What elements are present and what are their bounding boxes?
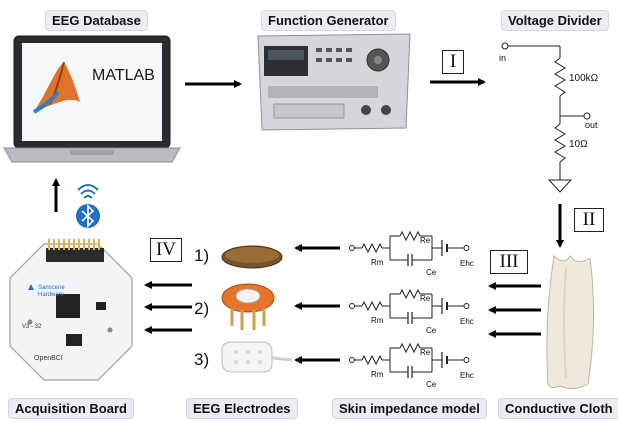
function-generator-illustration bbox=[257, 33, 411, 131]
skin-model-labels-3: Rm Re Ce Ehc bbox=[371, 348, 474, 389]
skin-impedance-model-label: Skin impedance model bbox=[332, 398, 487, 419]
stage-ii-marker: II bbox=[574, 208, 604, 232]
board-brand-2: Hardware bbox=[38, 292, 65, 298]
rm-label: Rm bbox=[371, 316, 384, 325]
voltage-divider-label: Voltage Divider bbox=[501, 10, 609, 31]
ce-label: Ce bbox=[426, 326, 437, 335]
function-generator-label: Function Generator bbox=[261, 10, 396, 31]
electrode-patch-illustration bbox=[221, 341, 293, 373]
stage-iii-marker: III bbox=[490, 250, 528, 274]
acquisition-board-label: Acquisition Board bbox=[8, 398, 134, 419]
board-brand-1: Sanscene bbox=[38, 285, 65, 291]
ehc-label: Ehc bbox=[460, 317, 474, 326]
electrode-1-number: 1) bbox=[194, 246, 210, 265]
divider-r2-label: 10Ω bbox=[569, 139, 588, 150]
electrode-2-number: 2) bbox=[194, 299, 210, 318]
matlab-wordmark: MATLAB bbox=[92, 67, 155, 84]
ehc-label: Ehc bbox=[460, 371, 474, 380]
skin-model-row-2 bbox=[348, 289, 470, 325]
re-label: Re bbox=[420, 348, 431, 357]
skin-model-labels-1: Rm Re Ce Ehc bbox=[371, 236, 474, 277]
skin-model-labels-2: Rm Re Ce Ehc bbox=[371, 294, 474, 335]
re-label: Re bbox=[420, 236, 431, 245]
ce-label: Ce bbox=[426, 268, 437, 277]
stage-iv-marker: IV bbox=[150, 238, 182, 262]
stage-i-marker: I bbox=[442, 50, 464, 74]
electrode-3-number: 3) bbox=[194, 350, 210, 369]
bluetooth-icon bbox=[76, 184, 100, 228]
skin-model-row-3 bbox=[348, 343, 470, 379]
rm-label: Rm bbox=[371, 258, 384, 267]
divider-out-label: out bbox=[585, 120, 598, 130]
divider-in-label: in bbox=[499, 53, 506, 63]
board-logo-icon bbox=[28, 284, 34, 290]
board-logo-text: OpenBCI bbox=[34, 355, 63, 362]
ehc-label: Ehc bbox=[460, 259, 474, 268]
eeg-electrodes-label: EEG Electrodes bbox=[186, 398, 298, 419]
conductive-cloth-label: Conductive Cloth bbox=[498, 398, 618, 419]
electrode-disc-illustration bbox=[221, 245, 283, 269]
laptop-illustration bbox=[3, 35, 181, 163]
divider-r1-label: 100kΩ bbox=[569, 73, 599, 84]
rm-label: Rm bbox=[371, 370, 384, 379]
skin-model-row-1 bbox=[348, 231, 470, 267]
acquisition-board-illustration bbox=[9, 239, 133, 381]
voltage-divider-circuit bbox=[501, 42, 591, 193]
flow-arrows bbox=[52, 78, 564, 364]
board-version: V3 - 32 bbox=[22, 324, 42, 330]
conductive-cloth-illustration bbox=[546, 254, 595, 390]
ce-label: Ce bbox=[426, 380, 437, 389]
eeg-database-label: EEG Database bbox=[45, 10, 148, 31]
electrode-pin-illustration bbox=[221, 283, 275, 330]
re-label: Re bbox=[420, 294, 431, 303]
